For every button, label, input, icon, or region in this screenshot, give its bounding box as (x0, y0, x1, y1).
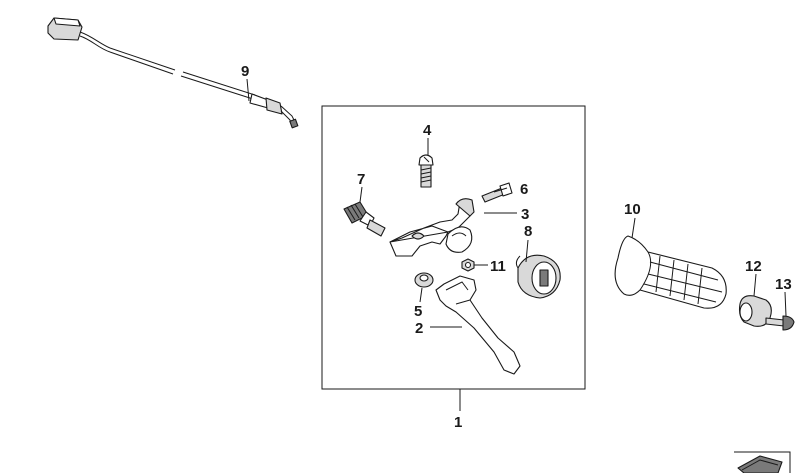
callout-7: 7 (357, 171, 365, 188)
cable-connector-part (47, 17, 299, 129)
callout-10: 10 (624, 201, 641, 218)
callout-3: 3 (521, 206, 529, 223)
callout-5: 5 (414, 303, 422, 320)
adjuster-knob-part-7 (343, 201, 386, 237)
callout-labels: 1 2 3 4 5 6 7 8 9 10 11 12 13 (241, 63, 792, 431)
callout-13: 13 (775, 276, 792, 293)
callout-11: 11 (490, 258, 506, 275)
screw-part-4 (418, 154, 434, 188)
callout-1: 1 (454, 414, 462, 431)
leader-lines (246, 78, 787, 411)
screw-part-6 (481, 182, 513, 203)
nut-part-11 (461, 258, 475, 272)
callout-4: 4 (423, 122, 432, 139)
callout-8: 8 (524, 223, 532, 240)
washer-part-5 (414, 272, 434, 288)
grip-part-10 (614, 235, 727, 309)
lever-part-2 (435, 275, 521, 375)
bolt-part-13 (765, 315, 795, 331)
callout-6: 6 (520, 181, 528, 198)
switch-housing-part-8 (515, 254, 561, 299)
callout-2: 2 (415, 320, 423, 337)
callout-12: 12 (745, 258, 762, 275)
clamp-holder-part-3 (389, 198, 475, 257)
callout-9: 9 (241, 63, 249, 80)
assembly-frame (321, 105, 586, 390)
catalog-symbol-icon (734, 451, 791, 473)
